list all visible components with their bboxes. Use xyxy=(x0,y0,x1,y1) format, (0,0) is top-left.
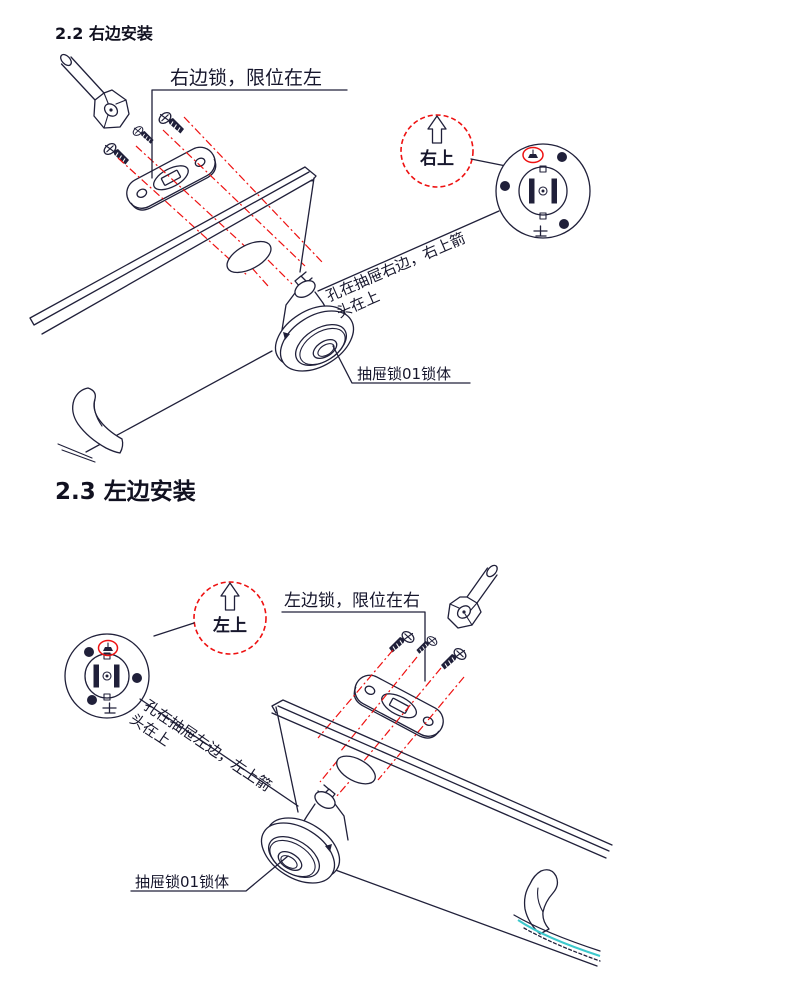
lock-body xyxy=(260,784,349,884)
drawer-bottom-edge xyxy=(329,867,598,967)
drawer-panel xyxy=(271,699,613,967)
orientation-badge-right: 右上 xyxy=(420,148,454,169)
key-drawing xyxy=(447,564,498,629)
cyan-edge-line xyxy=(517,919,601,957)
key-drawing xyxy=(60,53,130,129)
bottom-orientation-tab xyxy=(533,225,548,237)
up-arrow-icon xyxy=(427,115,447,144)
drawer-bottom-edge xyxy=(85,350,273,453)
limit-plate xyxy=(348,669,450,744)
note-line1: 孔在抽屉右边，右上箭 xyxy=(323,229,468,305)
note-leader xyxy=(139,698,299,807)
body-label-right: 抽屉锁01锁体 xyxy=(332,345,471,384)
tab-highlight-ring xyxy=(97,639,119,657)
label-leader xyxy=(130,855,289,892)
figure-left-install: 左上 xyxy=(64,564,613,967)
lock-back-view-right xyxy=(495,143,591,239)
lock-back-view-left xyxy=(64,633,150,719)
bottom-orientation-tab xyxy=(102,702,117,714)
top-orientation-tab xyxy=(528,154,538,158)
section-heading-left: 2.3 左边安装 xyxy=(55,479,196,505)
lock-body xyxy=(274,271,355,372)
lock-label-right: 右边锁，限位在左 xyxy=(151,67,348,179)
rail-hatched-edge xyxy=(523,927,601,962)
top-orientation-tab xyxy=(103,647,113,651)
projection-lines xyxy=(317,649,465,798)
diagonal-note-right: 孔在抽屉右边，右上箭 头在上 xyxy=(317,210,500,321)
orientation-callout-left: 左上 xyxy=(153,581,267,655)
label-leader xyxy=(332,345,471,384)
lock-label-text: 左边锁，限位在右 xyxy=(284,591,420,611)
note-leader xyxy=(317,210,500,292)
label-bracket xyxy=(151,89,348,179)
orientation-callout-right: 右上 xyxy=(400,114,507,188)
up-arrow-icon xyxy=(220,582,240,611)
mounting-screws xyxy=(388,628,469,671)
body-label-text: 抽屉锁01锁体 xyxy=(135,873,229,891)
panel-hole xyxy=(226,240,272,274)
drawer-handle xyxy=(523,869,559,935)
drawer-rail-edge xyxy=(513,914,601,952)
orientation-badge-left: 左上 xyxy=(213,615,247,636)
figure-right-install: 右上 xyxy=(29,53,591,463)
projection-lines xyxy=(117,116,323,287)
lock-label-text: 右边锁，限位在左 xyxy=(170,67,322,89)
body-label-text: 抽屉锁01锁体 xyxy=(357,365,451,383)
drawer-handle xyxy=(57,387,124,463)
callout-leader xyxy=(153,622,195,637)
diagonal-note-left: 孔在抽屉左边，左上箭 头在上 xyxy=(126,696,299,807)
tab-highlight-ring xyxy=(522,146,544,164)
section-heading-right: 2.2 右边安装 xyxy=(55,24,153,43)
body-label-left: 抽屉锁01锁体 xyxy=(130,855,289,892)
panel-hole xyxy=(336,755,376,785)
label-bracket xyxy=(281,611,426,682)
drawer-panel xyxy=(29,166,317,463)
lock-label-left: 左边锁，限位在右 xyxy=(281,591,426,682)
callout-leader xyxy=(470,158,507,167)
